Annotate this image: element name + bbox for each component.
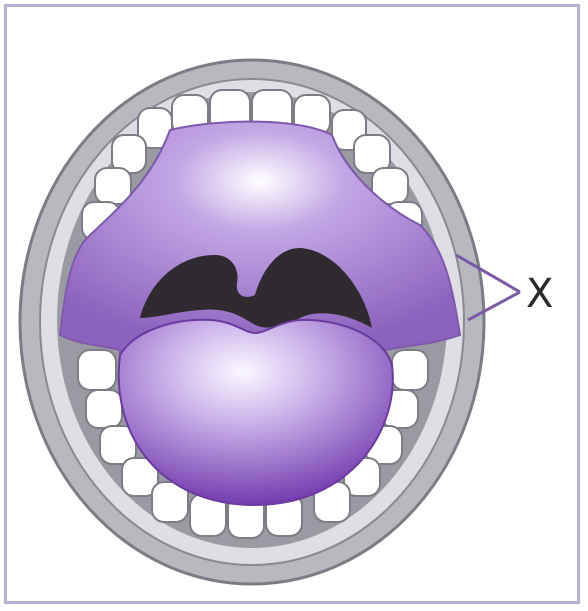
- label-x: X: [526, 271, 553, 317]
- tooth: [95, 168, 131, 204]
- tooth: [392, 350, 428, 390]
- tooth: [86, 390, 122, 428]
- tooth: [78, 350, 116, 390]
